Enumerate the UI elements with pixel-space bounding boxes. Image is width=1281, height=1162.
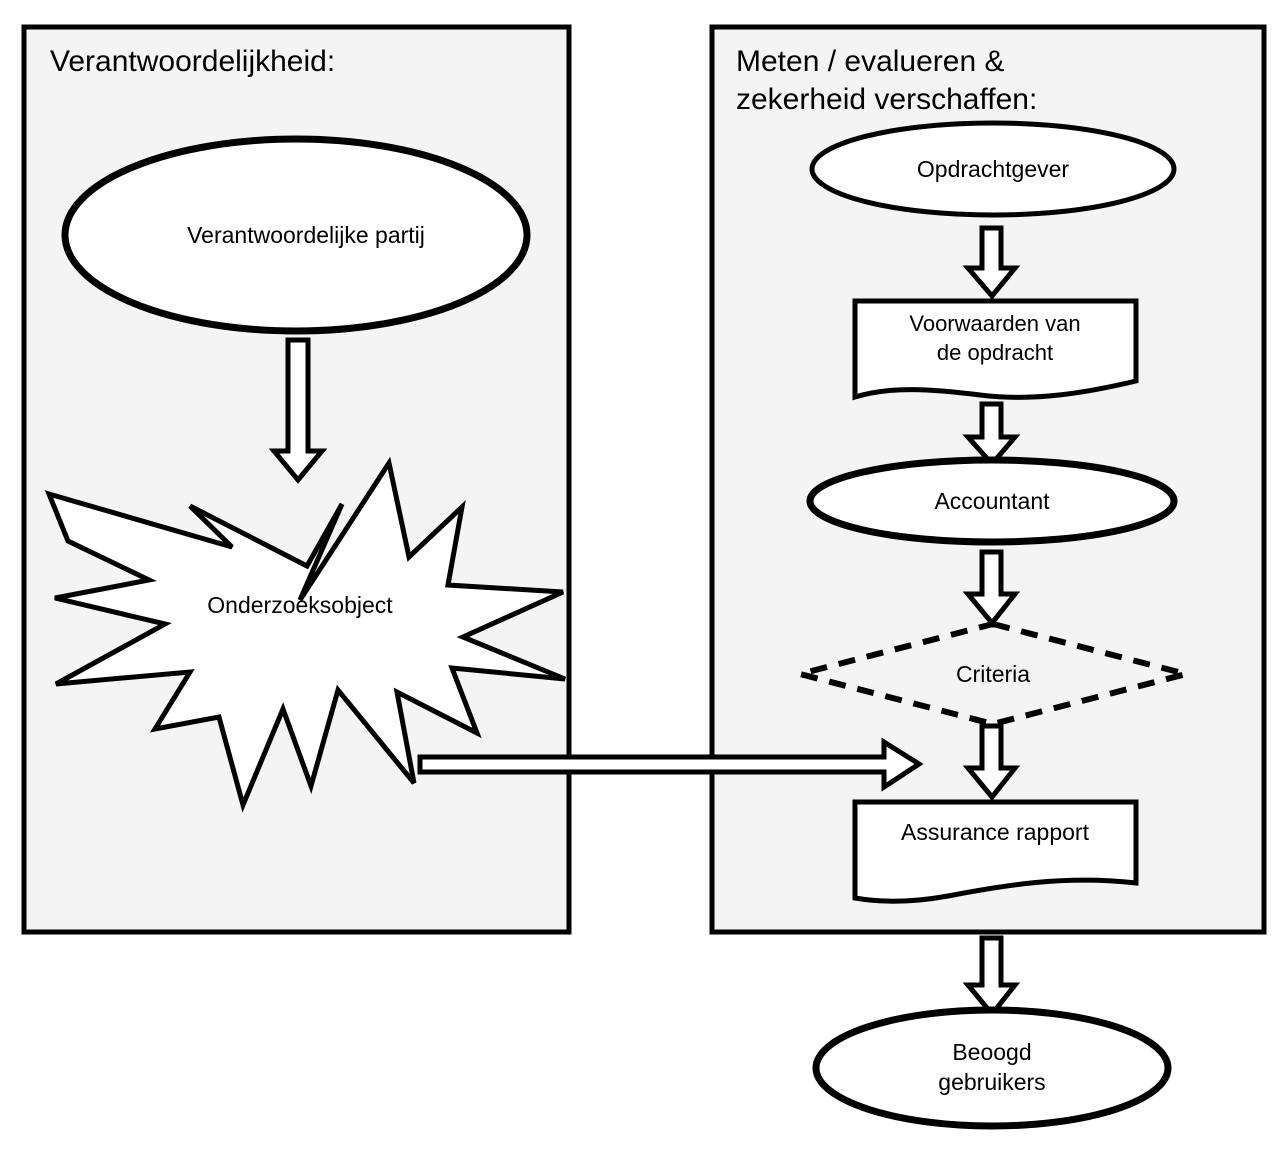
node-voorwaarden-label-line1: Voorwaarden van [909, 311, 1080, 336]
node-assurance-rapport [852, 799, 1139, 904]
arrow-voorwaarden-to-accountant [962, 401, 1021, 468]
node-beoogd-gebruikers-label-line1: Beoogd [952, 1039, 1031, 1065]
node-voorwaarden-van-de-opdracht [852, 298, 1139, 401]
node-assurance-rapport-label: Assurance rapport [901, 819, 1090, 845]
arrow-opdrachtgever-to-voorwaarden [962, 225, 1021, 300]
node-onderzoeksobject [44, 456, 566, 813]
node-verantwoordelijke-partij-label: Verantwoordelijke partij [187, 222, 425, 248]
meten-evalueren-panel-title-line2: zekerheid verschaffen: [736, 83, 1037, 116]
arrow-criteria-to-assurance-rapport [962, 723, 1021, 801]
node-accountant [806, 456, 1178, 546]
meten-evalueren-panel-title-line1: Meten / evalueren & [736, 45, 1005, 78]
verantwoordelijkheid-panel-title: Verantwoordelijkheid: [50, 45, 335, 78]
node-beoogd-gebruikers [812, 1006, 1172, 1130]
node-verantwoordelijke-partij [61, 135, 531, 335]
node-opdrachtgever-label: Opdrachtgever [917, 156, 1069, 182]
node-beoogd-gebruikers-label-line2: gebruikers [938, 1069, 1045, 1095]
node-opdrachtgever [809, 120, 1177, 218]
arrow-accountant-to-criteria [962, 549, 1021, 627]
node-criteria [788, 620, 1198, 728]
arrow-onderzoeksobject-to-accountant-panel [417, 737, 924, 792]
node-voorwaarden-label-line2: de opdracht [937, 340, 1053, 365]
node-criteria-label: Criteria [956, 661, 1030, 687]
arrow-assurance-rapport-to-beoogd-gebruikers [962, 935, 1021, 1018]
arrow-partij-to-onderzoeksobject [268, 337, 328, 484]
node-onderzoeksobject-label: Onderzoeksobject [207, 592, 393, 618]
node-accountant-label: Accountant [934, 488, 1050, 514]
